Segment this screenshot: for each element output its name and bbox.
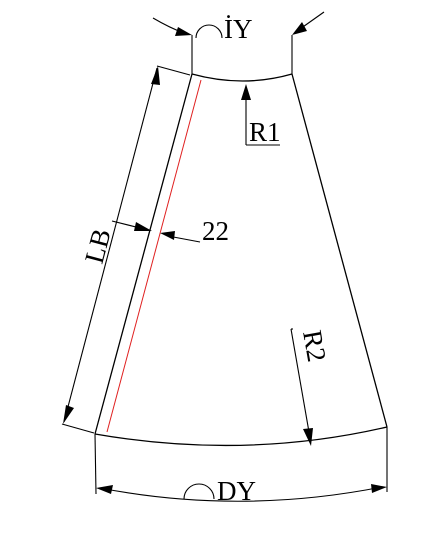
bottom-ext-line-left — [94, 433, 97, 495]
r2-arrowhead — [303, 428, 313, 446]
bottom-diameter-dimension: DY — [94, 427, 388, 506]
top-diameter-label: İY — [224, 14, 253, 44]
lb-ext-line-bottom — [61, 423, 95, 434]
r1-radius-dimension: R1 — [241, 84, 281, 147]
seam-allowance-line — [106, 79, 202, 433]
bottom-dimension-arc — [99, 486, 383, 502]
diameter-arc-icon — [195, 24, 223, 39]
inner-arc-r1 — [191, 73, 293, 82]
lb-length-dimension: LB — [61, 65, 191, 434]
top-right-arrowhead — [292, 22, 307, 35]
development-outline — [94, 73, 388, 447]
top-diameter-dimension: İY — [152, 11, 325, 74]
seam-arrowhead-left — [134, 222, 152, 231]
r1-arrowhead — [241, 84, 251, 100]
seam-allowance-dimension: 22 — [111, 216, 229, 246]
bottom-arrowhead-right — [371, 484, 387, 493]
lb-arrowhead-top — [151, 66, 160, 85]
right-slant-edge — [291, 73, 388, 428]
diameter-arc-icon — [183, 483, 215, 500]
bottom-arrowhead-left — [96, 485, 113, 494]
r2-leader — [290, 328, 310, 433]
lb-ext-line-top — [156, 65, 191, 76]
r2-radius-dimension: R2 — [290, 328, 332, 446]
lb-label: LB — [79, 225, 117, 266]
lb-dimension-line — [63, 67, 158, 423]
seam-allowance-label: 22 — [202, 216, 229, 246]
r1-label: R1 — [249, 117, 281, 147]
r2-label: R2 — [297, 328, 332, 364]
seam-arrowhead-right — [160, 231, 175, 240]
outer-arc-r2 — [94, 426, 388, 447]
bottom-diameter-label: DY — [217, 476, 256, 506]
lb-arrowhead-bottom — [63, 405, 74, 424]
left-seam-edge — [94, 73, 193, 435]
top-left-arrowhead — [175, 27, 192, 36]
